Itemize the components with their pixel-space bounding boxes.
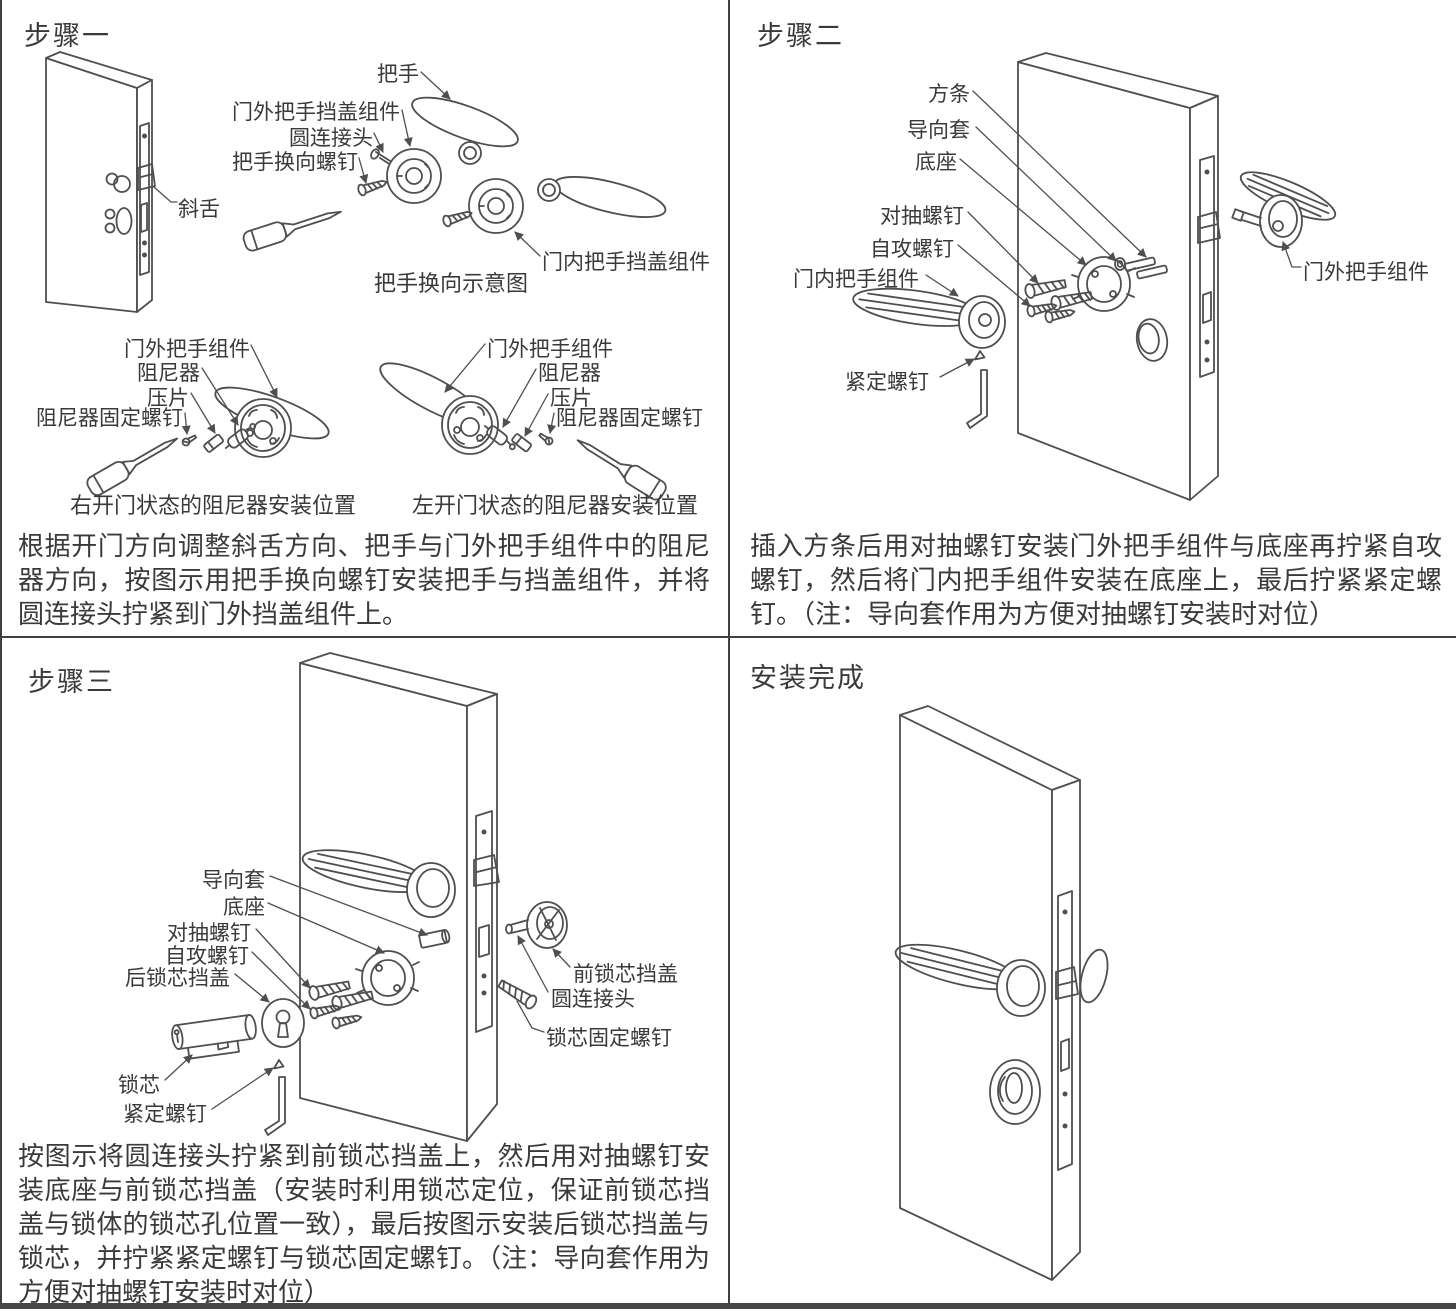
label-inner-cover-assembly: 门内把手挡盖组件 xyxy=(542,250,710,274)
label-base: 底座 xyxy=(915,150,957,174)
label-round-connector: 圆连接头 xyxy=(289,126,373,150)
label-handle: 把手 xyxy=(377,62,419,86)
label-press-plate-right: 压片 xyxy=(147,386,189,410)
label-outer-cover-assembly: 门外把手挡盖组件 xyxy=(232,100,400,124)
label-damper-fixing-screw-left: 阻尼器固定螺钉 xyxy=(556,406,703,430)
step3-illustration xyxy=(164,652,571,1142)
inner-handle-assembly xyxy=(850,281,1006,349)
panel-step1: 步骤一 把手 门外把手挡盖组件 圆连接头 把手换向螺钉 斜舌 门内把手挡盖组件 … xyxy=(0,0,728,636)
handle-reversal-assembly xyxy=(356,96,667,234)
installed-handle xyxy=(890,934,1046,1017)
step1-leader-lines xyxy=(153,71,557,437)
set-screw-part xyxy=(273,1059,285,1070)
label-cylinder: 锁芯 xyxy=(118,1073,160,1097)
cylinder-fixing-screw-part xyxy=(495,976,540,1012)
step2-description: 插入方条后用对抽螺钉安装门外把手组件与底座再拧紧自攻螺钉，然后将门内把手组件安装… xyxy=(750,532,1442,630)
label-front-cylinder-cover: 前锁芯挡盖 xyxy=(573,962,678,986)
outer-handle-assembly xyxy=(1231,171,1337,248)
label-outer-handle-assembly-right: 门外把手组件 xyxy=(124,337,250,361)
label-counter-screw: 对抽螺钉 xyxy=(880,204,964,228)
outer-handle-tip xyxy=(1079,948,1109,1004)
step3-description: 按图示将圆连接头拧紧到前锁芯挡盖上，然后用对抽螺钉安装底座与前锁芯挡盖（安装时利… xyxy=(18,1142,710,1308)
bottom-border xyxy=(0,1303,1456,1309)
label-outer-handle-assembly-left: 门外把手组件 xyxy=(487,337,613,361)
cylinder-escutcheon xyxy=(989,1059,1041,1125)
step1-description: 根据开门方向调整斜舌方向、把手与门外把手组件中的阻尼器方向，按图示用把手换向螺钉… xyxy=(18,532,710,630)
guide-sleeve-part xyxy=(418,928,451,949)
step3-leader-lines xyxy=(164,875,571,1110)
label-damper-fixing-screw-right: 阻尼器固定螺钉 xyxy=(36,406,183,430)
label-round-connector: 圆连接头 xyxy=(551,987,635,1011)
step2-title: 步骤二 xyxy=(757,21,844,52)
label-damper-right: 阻尼器 xyxy=(137,361,200,385)
step1-illustration xyxy=(45,51,670,504)
vertical-divider xyxy=(728,0,730,1306)
step3-title: 步骤三 xyxy=(28,667,115,698)
label-base: 底座 xyxy=(223,895,265,919)
step1-door xyxy=(45,51,156,313)
left-border xyxy=(0,0,2,1306)
step2-leader-lines xyxy=(925,90,1302,378)
label-guide-sleeve: 导向套 xyxy=(907,118,970,142)
caption-handle-reversal: 把手换向示意图 xyxy=(374,272,529,297)
label-set-screw: 紧定螺钉 xyxy=(845,370,929,394)
completed-door xyxy=(899,705,1081,1281)
label-cylinder-fixing-screw: 锁芯固定螺钉 xyxy=(546,1026,672,1050)
base-ring xyxy=(355,950,420,1006)
label-guide-sleeve: 导向套 xyxy=(202,868,265,892)
label-latch: 斜舌 xyxy=(178,197,220,221)
panel-step3: 步骤三 导向套 底座 对抽螺钉 自攻螺钉 后锁芯挡盖 锁芯 紧定螺钉 前锁芯挡盖… xyxy=(0,636,728,1315)
label-tapping-screw: 自攻螺钉 xyxy=(165,944,249,968)
front-cylinder-cover-part xyxy=(505,901,568,949)
label-square-bar: 方条 xyxy=(928,82,970,106)
complete-illustration xyxy=(890,705,1109,1281)
rear-cylinder-cover-part xyxy=(261,998,305,1048)
panel-step2: 步骤二 方条 导向套 底座 对抽螺钉 自攻螺钉 门内把手组件 紧定螺钉 门外把手… xyxy=(728,0,1456,636)
complete-title: 安装完成 xyxy=(750,663,866,694)
horizontal-divider xyxy=(0,636,1456,638)
label-counter-screw: 对抽螺钉 xyxy=(167,921,251,945)
step1-title: 步骤一 xyxy=(24,21,111,52)
label-outer-handle-assembly: 门外把手组件 xyxy=(1303,260,1429,284)
label-set-screw: 紧定螺钉 xyxy=(123,1102,207,1126)
step2-illustration xyxy=(850,52,1337,501)
label-damper-left: 阻尼器 xyxy=(538,361,601,385)
label-handle-reverse-screw: 把手换向螺钉 xyxy=(232,150,358,174)
set-screw-part xyxy=(974,350,986,361)
square-bar-part xyxy=(1124,256,1168,280)
right-open-damper-diagram xyxy=(83,386,330,499)
lock-cylinder-part xyxy=(171,1014,257,1060)
step3-door xyxy=(299,652,500,1142)
caption-right-open: 右开门状态的阻尼器安装位置 xyxy=(70,494,357,519)
allen-key-icon xyxy=(264,1076,286,1136)
allen-key-icon xyxy=(966,369,988,429)
screwdriver-icon xyxy=(240,201,345,254)
label-tapping-screw: 自攻螺钉 xyxy=(870,237,954,261)
panel-complete: 安装完成 xyxy=(728,636,1456,1315)
installed-handle xyxy=(298,840,456,918)
label-inner-handle-assembly: 门内把手组件 xyxy=(793,267,919,291)
label-rear-cylinder-cover: 后锁芯挡盖 xyxy=(125,966,230,990)
left-open-damper-diagram xyxy=(379,362,670,504)
label-press-plate-left: 压片 xyxy=(550,386,592,410)
caption-left-open: 左开门状态的阻尼器安装位置 xyxy=(412,494,699,519)
